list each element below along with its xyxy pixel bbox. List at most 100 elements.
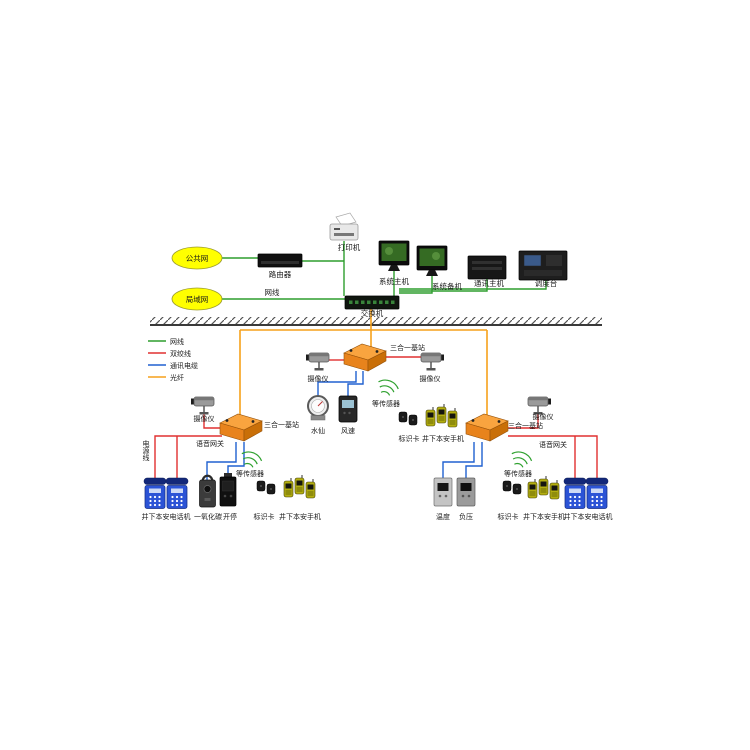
cable-backup-switch: [399, 276, 433, 294]
red-left-phone1: [154, 435, 222, 478]
voice-gateway-left-label: 语音网关: [196, 439, 224, 448]
onoff-label: 开停: [223, 512, 237, 521]
co-label: 一氧化碳: [194, 512, 222, 521]
id-card-right-label: 标识卡: [498, 512, 519, 521]
camera-center-left: [305, 352, 330, 372]
co-sensor-device: [199, 474, 216, 508]
twisted-pair-red: [154, 356, 598, 478]
id-card-left-label: 标识卡: [254, 512, 275, 521]
telephone-right-label: 井下本安电话机: [564, 512, 613, 521]
lan-label: 局域网: [186, 294, 209, 304]
fiber-lines-orange: [239, 309, 488, 416]
telephone-left-label: 井下本安电话机: [142, 512, 191, 521]
public-network-node: [171, 246, 223, 270]
sensors-etc-center-label: 等传感器: [372, 399, 400, 408]
dispatch-console-device: [518, 250, 568, 281]
station-left-label: 三合一基站: [264, 420, 299, 429]
comm-host-label: 通讯主机: [474, 278, 504, 288]
sensors-etc-left-label: 等传感器: [236, 469, 264, 478]
wireless-signal-center-icon: [378, 379, 399, 396]
blue-center-gauge: [317, 371, 357, 397]
handset-right-2: [538, 475, 549, 496]
switch-device: [344, 295, 400, 310]
system-host-label: 系统主机: [379, 276, 409, 286]
pressure-sensor-device: [456, 477, 476, 507]
router-label: 路由器: [269, 269, 292, 279]
red-left-cam: [203, 414, 220, 429]
legend-label-net: 网线: [170, 337, 184, 346]
public-network-label: 公共网: [186, 254, 209, 263]
camera-right: [527, 396, 552, 416]
blue-left-co: [206, 442, 237, 480]
wind-sensor-device: [338, 395, 358, 423]
dispatch-label: 调度台: [535, 278, 558, 288]
switch-label: 交换机: [361, 308, 384, 318]
legend-label-pair: 双绞线: [170, 349, 191, 358]
lan-node: [171, 287, 223, 311]
handset-center-1: [425, 406, 436, 427]
wireless-signal-right-icon: [511, 451, 533, 468]
camera-center-right: [420, 352, 445, 372]
printer-label: 打印机: [338, 242, 361, 252]
red-right-cam: [508, 414, 539, 429]
cable-commhost-switch: [399, 278, 488, 292]
handset-center-2: [436, 403, 447, 424]
camera-left: [190, 396, 215, 416]
temperature-sensor-device: [433, 477, 453, 507]
handset-left-3: [305, 478, 316, 499]
id-card-right-1: [502, 480, 512, 492]
pressure-label: 负压: [459, 512, 473, 521]
base-station-left: [219, 413, 263, 442]
gauge-label: 水仙: [311, 426, 325, 435]
base-station-right: [465, 413, 509, 442]
printer-device: [329, 212, 359, 241]
wireless-signal-left-icon: [241, 451, 263, 468]
red-right-phone2: [508, 435, 598, 478]
id-card-center-label: 标识卡: [399, 434, 420, 443]
network-cables-green: [222, 241, 547, 300]
id-card-center-1: [398, 411, 408, 423]
voice-gateway-right-label: 语音网关: [539, 440, 567, 449]
handset-right-1: [527, 478, 538, 499]
camera-center-right-label: 摄像仪: [420, 374, 441, 383]
id-card-right-2: [512, 483, 522, 495]
id-card-left-2: [266, 483, 276, 495]
camera-left-label: 摄像仪: [194, 414, 215, 423]
system-host-monitor: [378, 240, 410, 271]
handset-center-label: 井下本安手机: [422, 434, 464, 443]
handset-right-label: 井下本安手机: [523, 512, 565, 521]
station-center-label: 三合一基站: [390, 343, 425, 352]
id-card-center-2: [408, 414, 418, 426]
legend-label-fiber: 光纤: [170, 373, 184, 382]
mine-telephone-right-1: [563, 477, 587, 509]
blue-center-wind: [347, 371, 364, 396]
comm-host-device: [467, 255, 507, 280]
base-station-center: [343, 343, 387, 372]
cable-dispatch-switch: [399, 281, 547, 290]
temperature-label: 温度: [436, 512, 450, 521]
mine-telephone-right-2: [585, 477, 609, 509]
handset-left-1: [283, 477, 294, 498]
system-backup-monitor: [416, 245, 448, 276]
legend: [148, 340, 166, 378]
camera-right-label: 摄像仪: [533, 412, 554, 421]
mine-telephone-left-2: [165, 477, 189, 509]
blue-left-onoff: [227, 442, 245, 478]
camera-center-left-label: 摄像仪: [308, 374, 329, 383]
handset-center-3: [447, 407, 458, 428]
ground-hatch: [150, 317, 602, 325]
blue-right-temp: [442, 442, 475, 478]
power-line-label: 电源线: [142, 439, 150, 461]
onoff-sensor-device: [219, 473, 237, 507]
handset-left-label: 井下本安手机: [279, 512, 321, 521]
router-device: [257, 253, 303, 268]
handset-left-2: [294, 474, 305, 495]
mine-telephone-left-1: [143, 477, 167, 509]
comm-cables-blue: [206, 371, 483, 480]
handset-right-3: [549, 479, 560, 500]
id-card-left-1: [256, 480, 266, 492]
wind-label: 风速: [341, 427, 355, 435]
water-gauge-device: [307, 395, 329, 421]
